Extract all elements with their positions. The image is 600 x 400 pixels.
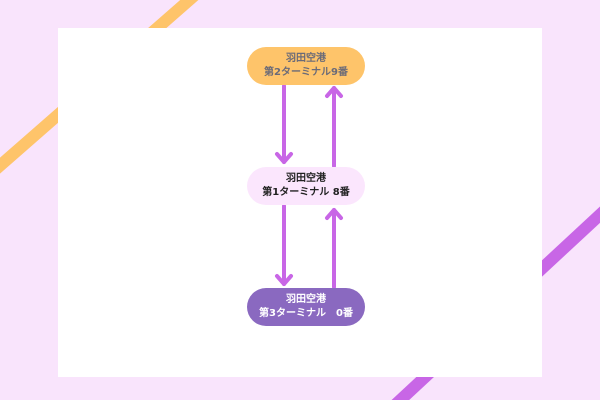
arrow-up-3-to-1 xyxy=(325,208,343,289)
arrow-down-2-to-1 xyxy=(275,84,293,164)
node-title: 羽田空港 xyxy=(286,53,326,64)
node-terminal-1: 羽田空港 第1ターミナル 8番 xyxy=(247,167,365,205)
node-terminal-2: 羽田空港 第2ターミナル9番 xyxy=(247,47,365,85)
node-subtitle: 第1ターミナル 8番 xyxy=(262,187,350,198)
node-title: 羽田空港 xyxy=(286,173,326,184)
node-title: 羽田空港 xyxy=(286,294,326,305)
arrow-up-1-to-2 xyxy=(325,86,343,168)
arrow-down-1-to-3 xyxy=(275,204,293,286)
node-subtitle: 第3ターミナル 0番 xyxy=(259,308,353,319)
node-subtitle: 第2ターミナル9番 xyxy=(264,67,348,78)
node-terminal-3: 羽田空港 第3ターミナル 0番 xyxy=(247,288,365,326)
